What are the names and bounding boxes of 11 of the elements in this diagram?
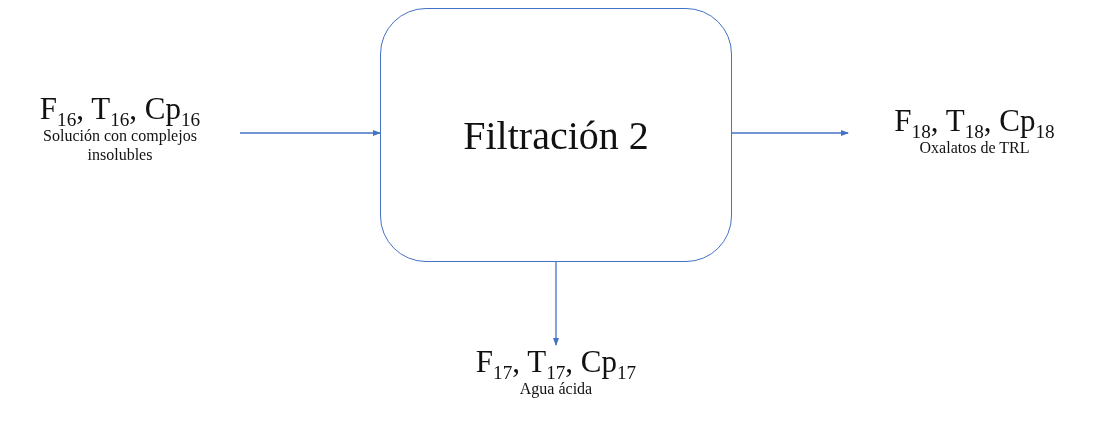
process-box (380, 8, 732, 262)
stream-variables: F$_{16}$, T$_{16}$, Cp$_{16}$ (39, 92, 201, 127)
stream-description: Agua ácida (519, 379, 593, 399)
stream-variables: F$_{18}$, T$_{18}$, Cp$_{18}$ (894, 104, 1055, 139)
stream-description: Oxalatos de TRL (919, 138, 1030, 158)
stream-description: Solución con complejos insolubles (42, 126, 198, 165)
arrow (239, 130, 381, 136)
process-label: Filtración 2 (463, 111, 649, 159)
arrow (553, 261, 559, 346)
arrow (731, 130, 849, 136)
stream-variables: F$_{17}$, T$_{17}$, Cp$_{17}$ (475, 345, 637, 380)
